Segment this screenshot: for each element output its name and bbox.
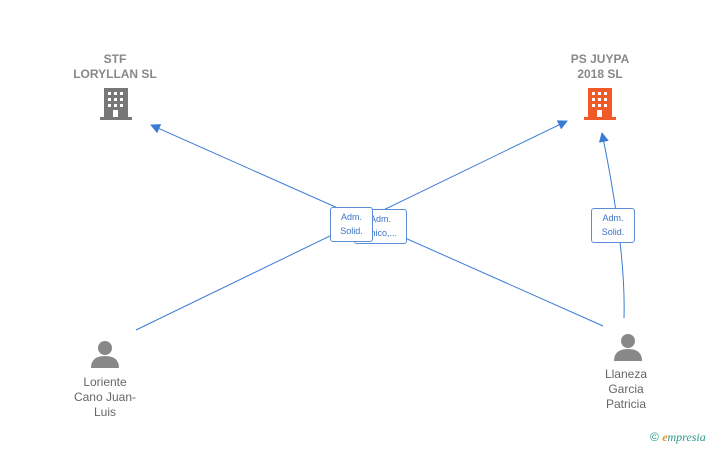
relation-line1: Adm. (340, 212, 362, 222)
person-llaneza[interactable]: Llaneza Garcia Patricia (576, 367, 676, 412)
company-ps-juypa[interactable]: PS JUYPA 2018 SL (545, 52, 655, 82)
person-name-line1: Llaneza (604, 367, 648, 381)
person-name-line1: Loriente (83, 375, 127, 389)
company-name-line2: 2018 SL (577, 67, 623, 81)
company-name-line1: PS JUYPA (570, 52, 630, 66)
person-icon (614, 334, 642, 361)
company-name-line2: LORYLLAN SL (73, 67, 157, 81)
relation-line1: Adm. (602, 213, 624, 223)
relation-line1: Adm. (369, 214, 391, 224)
relation-line2: Solid. (601, 227, 625, 237)
building-icon (584, 88, 616, 120)
brand-name: empresia (662, 430, 706, 444)
building-icon (100, 88, 132, 120)
person-name-line2: Garcia (608, 382, 644, 396)
company-stf-loryllan[interactable]: STF LORYLLAN SL (60, 52, 170, 82)
relation-label-adm-solid[interactable]: Adm. Solid. (591, 208, 635, 243)
empresia-logo[interactable]: © empresia (650, 430, 706, 445)
relation-label-adm-solid[interactable]: Adm. Solid. (330, 207, 373, 242)
person-name-line3: Patricia (605, 397, 646, 411)
relation-line2: Solid. (340, 226, 363, 236)
person-name-line2: Cano Juan- (73, 390, 137, 404)
person-name-line3: Luis (93, 405, 116, 419)
person-loriente[interactable]: Loriente Cano Juan- Luis (55, 375, 155, 420)
company-name-line1: STF (103, 52, 127, 66)
copyright-symbol: © (650, 430, 659, 444)
relation-line2: Unico,... (363, 228, 397, 238)
person-icon (91, 341, 119, 368)
